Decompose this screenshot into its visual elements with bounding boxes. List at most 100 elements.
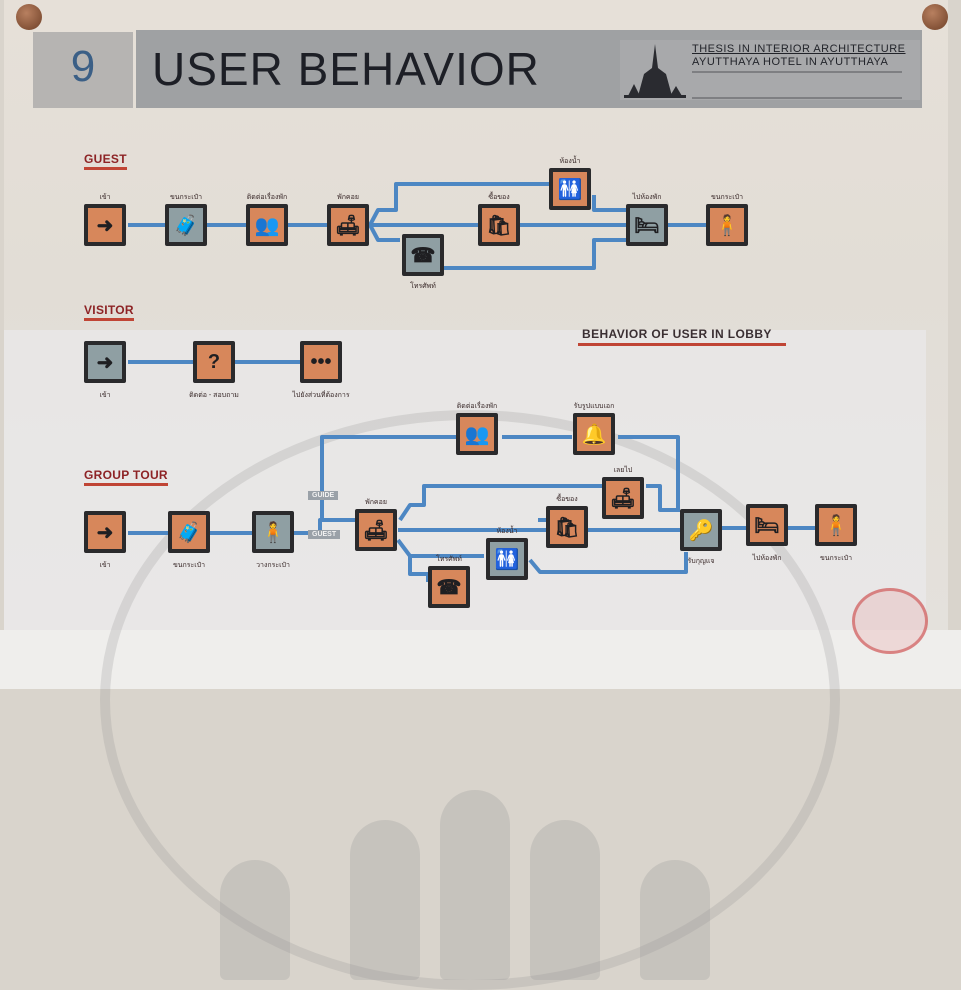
temple-icon bbox=[624, 44, 686, 98]
label-guest: GUEST bbox=[84, 152, 127, 170]
visitor-node-inquire: ? bbox=[193, 341, 235, 383]
section-number: 9 bbox=[70, 42, 96, 91]
group-node-restroom: 🚻 bbox=[486, 538, 528, 580]
caption: ขนกระเป๋า bbox=[710, 194, 744, 201]
guest-node-restroom: 🚻 bbox=[549, 168, 591, 210]
group-node-room: 🛏 bbox=[746, 504, 788, 546]
caption: ติดต่อ - สอบถาม bbox=[189, 392, 239, 399]
pushpin-icon bbox=[16, 4, 42, 30]
shopping-icon: 🛍 bbox=[482, 208, 516, 242]
guest-node-reception: 👥 bbox=[246, 204, 288, 246]
porter-icon: 🧍 bbox=[710, 208, 744, 242]
seal-stamp bbox=[852, 588, 928, 654]
caption: เข้า bbox=[99, 562, 111, 569]
title-bar: USER BEHAVIOR THESIS IN INTERIOR ARCHITE… bbox=[136, 30, 922, 108]
caption: ติดต่อเรื่องพัก bbox=[246, 194, 288, 201]
caption: เข้า bbox=[99, 194, 111, 201]
guest-node-enter: ➜ bbox=[84, 204, 126, 246]
drop-luggage-icon: 🧍 bbox=[256, 515, 290, 549]
reception-icon: 👥 bbox=[250, 208, 284, 242]
guest-node-telephone: ☎ bbox=[402, 234, 444, 276]
caption: พักคอย bbox=[365, 499, 387, 506]
group-node-luggage: 🧳 bbox=[168, 511, 210, 553]
luggage-cart-icon: 🧳 bbox=[169, 208, 203, 242]
group-node-telephone: ☎ bbox=[428, 566, 470, 608]
caption: พักคอย bbox=[337, 194, 359, 201]
bed-icon: 🛏 bbox=[630, 208, 664, 242]
key-icon: 🔑 bbox=[684, 513, 718, 547]
bell-icon: 🔔 bbox=[577, 417, 611, 451]
restroom-icon: 🚻 bbox=[553, 172, 587, 206]
caption: เข้า bbox=[99, 392, 111, 399]
group-node-reception: 👥 bbox=[456, 413, 498, 455]
sofa-icon: 🛋 bbox=[606, 481, 640, 515]
group-top-branch bbox=[320, 435, 456, 520]
arrow-right-icon: ➜ bbox=[88, 515, 122, 549]
luggage-cart-icon: 🧳 bbox=[172, 515, 206, 549]
caption: ซื้อของ bbox=[488, 194, 510, 201]
guest-node-porter: 🧍 bbox=[706, 204, 748, 246]
bed-icon: 🛏 bbox=[750, 508, 784, 542]
reception-icon: 👥 bbox=[460, 417, 494, 451]
group-node-enter: ➜ bbox=[84, 511, 126, 553]
pushpin-icon bbox=[922, 4, 948, 30]
guest-branch-upper bbox=[368, 182, 570, 226]
seating-icon: 🛋 bbox=[359, 513, 393, 547]
question-icon: ? bbox=[197, 345, 231, 379]
group-node-shopping: 🛍 bbox=[546, 506, 588, 548]
thesis-fine-print bbox=[692, 71, 902, 99]
caption: ขนกระเป๋า bbox=[169, 194, 203, 201]
arrow-right-icon: ➜ bbox=[88, 208, 122, 242]
caption: รับกุญแจ bbox=[687, 558, 715, 565]
caption: ซื้อของ bbox=[556, 496, 578, 503]
caption: วางกระเป๋า bbox=[256, 562, 290, 569]
shopping-icon: 🛍 bbox=[550, 510, 584, 544]
visitor-node-destination: ••• bbox=[300, 341, 342, 383]
caption: ติดต่อเรื่องพัก bbox=[456, 403, 498, 410]
caption: โทรศัพท์ bbox=[436, 556, 462, 563]
group-flow-line bbox=[128, 518, 355, 535]
group-node-porter: 🧍 bbox=[815, 504, 857, 546]
caption: ไปยังส่วนที่ต้องการ bbox=[292, 392, 350, 399]
ellipsis-icon: ••• bbox=[304, 345, 338, 379]
guest-branch-lower2 bbox=[444, 238, 646, 270]
tag-guide: GUIDE bbox=[308, 491, 339, 500]
caption: ขนกระเป๋า bbox=[172, 562, 206, 569]
telephone-icon: ☎ bbox=[432, 570, 466, 604]
caption: เลยไป bbox=[613, 467, 633, 474]
caption: ขนกระเป๋า bbox=[819, 555, 853, 562]
group-lower2 bbox=[408, 556, 430, 582]
section-number-box: 9 bbox=[33, 32, 133, 108]
guest-node-wait: 🛋 bbox=[327, 204, 369, 246]
label-visitor: VISITOR bbox=[84, 303, 134, 321]
restroom-icon: 🚻 bbox=[490, 542, 524, 576]
group-node-drop-luggage: 🧍 bbox=[252, 511, 294, 553]
thesis-project: AYUTTHAYA HOTEL IN AYUTTHAYA bbox=[692, 56, 889, 68]
caption: ห้องน้ำ bbox=[496, 528, 518, 535]
group-lower3 bbox=[528, 552, 688, 574]
caption: ห้องน้ำ bbox=[559, 158, 581, 165]
caption: รับรูปแบบเอก bbox=[573, 403, 615, 410]
arrow-right-icon: ➜ bbox=[88, 345, 122, 379]
group-node-wait: 🛋 bbox=[355, 509, 397, 551]
group-node-bell: 🔔 bbox=[573, 413, 615, 455]
guest-node-luggage: 🧳 bbox=[165, 204, 207, 246]
thesis-block: THESIS IN INTERIOR ARCHITECTURE AYUTTHAY… bbox=[620, 40, 920, 100]
guest-branch-lower bbox=[368, 224, 400, 242]
group-upper-mid2 bbox=[646, 484, 680, 512]
telephone-icon: ☎ bbox=[406, 238, 440, 272]
seating-icon: 🛋 bbox=[331, 208, 365, 242]
tag-guest: GUEST bbox=[308, 530, 341, 539]
group-top-branch3 bbox=[618, 435, 680, 510]
caption: ไปห้องพัก bbox=[632, 194, 662, 201]
group-node-key: 🔑 bbox=[680, 509, 722, 551]
visitor-node-enter: ➜ bbox=[84, 341, 126, 383]
group-node-lounge: 🛋 bbox=[602, 477, 644, 519]
guest-node-shopping: 🛍 bbox=[478, 204, 520, 246]
thesis-title: THESIS IN INTERIOR ARCHITECTURE bbox=[692, 43, 906, 55]
page-title: USER BEHAVIOR bbox=[152, 43, 540, 95]
flow-lines bbox=[128, 182, 830, 582]
porter-icon: 🧍 bbox=[819, 508, 853, 542]
guest-node-room: 🛏 bbox=[626, 204, 668, 246]
group-upper-mid bbox=[398, 484, 602, 522]
